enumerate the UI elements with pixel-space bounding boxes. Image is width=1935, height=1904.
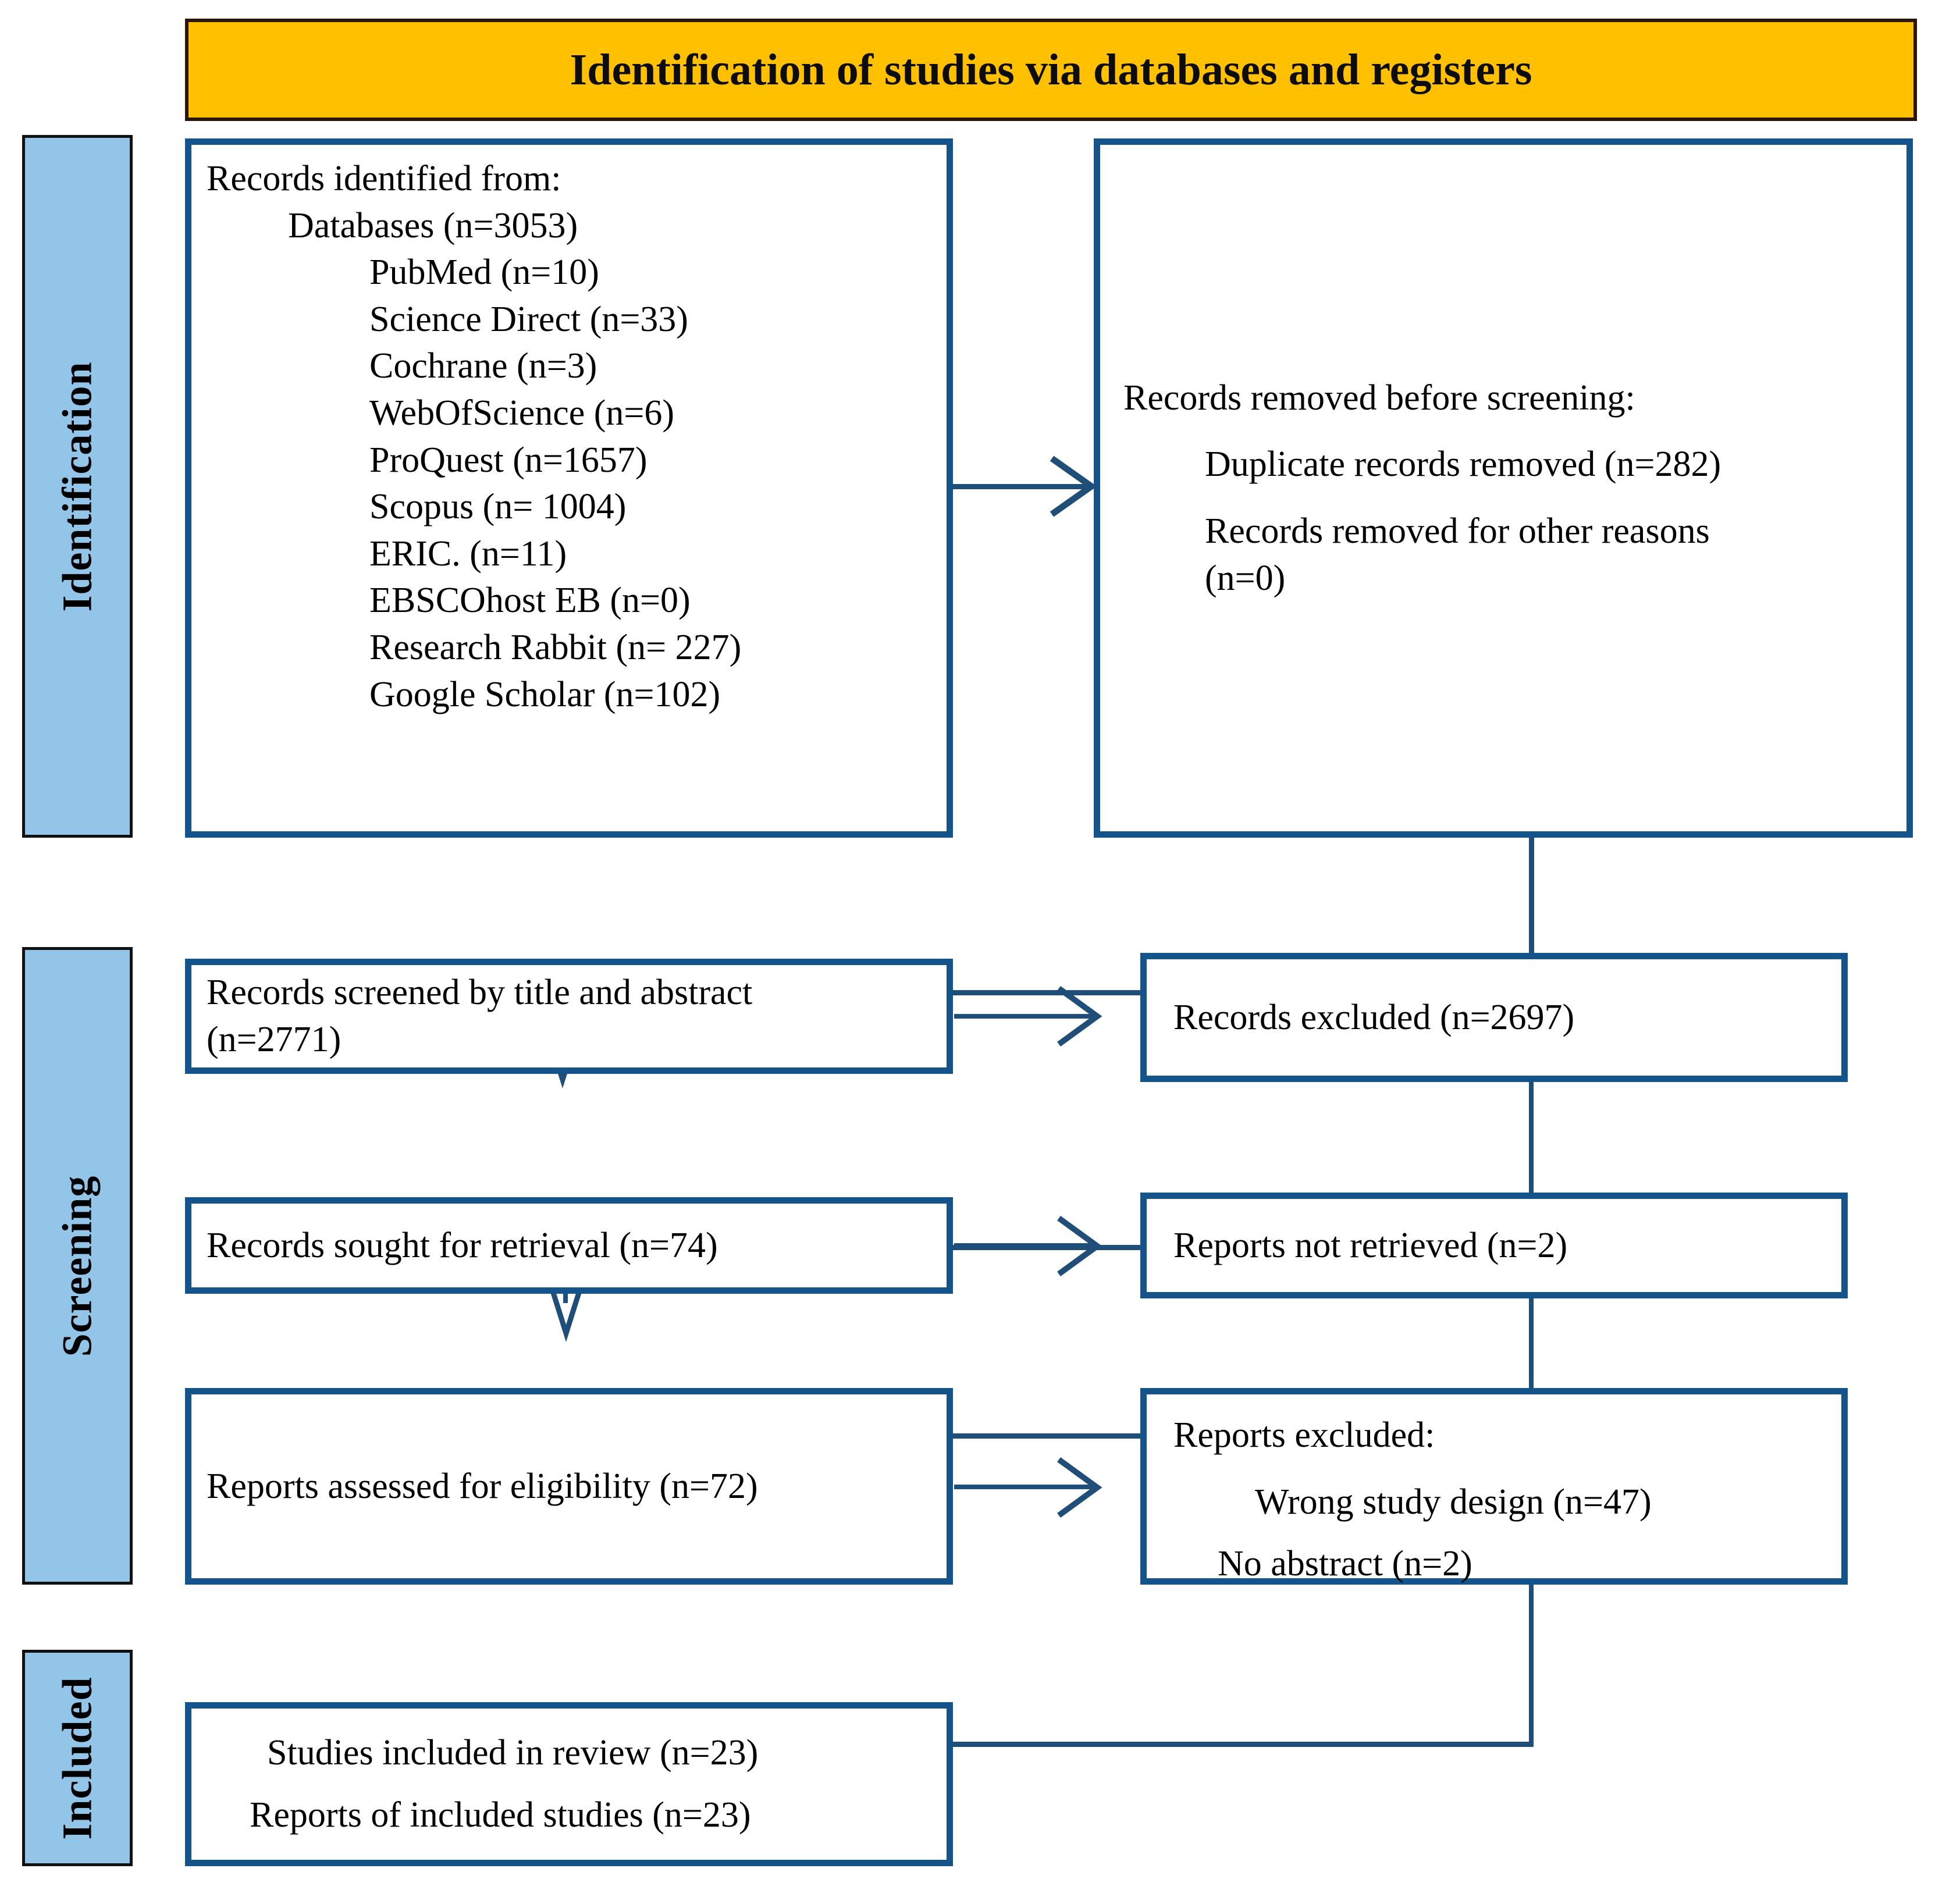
stage-label-included-text: Included — [54, 1676, 101, 1840]
stage-label-identification-text: Identification — [54, 361, 101, 612]
diagram-title-text: Identification of studies via databases … — [570, 45, 1532, 94]
records-removed-duplicates: Duplicate records removed (n=282) — [1205, 444, 1721, 485]
source-ebscohost: EBSCOhost EB (n=0) — [369, 581, 691, 621]
connector-excluded-down-segment — [1529, 1082, 1534, 1250]
studies-included-line2: Reports of included studies (n=23) — [250, 1795, 751, 1835]
stage-label-included: Included — [22, 1650, 133, 1866]
connector-identified-to-removed-line — [953, 484, 1087, 489]
connector-notretrieved-left-segment — [563, 1433, 1534, 1439]
box-reports-assessed: Reports assessed for eligibility (n=72) — [185, 1388, 953, 1585]
stage-label-screening: Screening — [22, 947, 133, 1585]
connector-reportsexcluded-down-segment — [1529, 1585, 1534, 1746]
reports-not-retrieved-line1: Reports not retrieved (n=2) — [1173, 1225, 1568, 1265]
arrow-head-screened-to-excluded — [1057, 985, 1102, 1047]
records-identified-heading: Records identified from: — [207, 159, 561, 198]
records-screened-line1: Records screened by title and abstract — [207, 973, 753, 1013]
connector-assessed-to-excluded-line — [954, 1485, 1094, 1489]
source-cochrane: Cochrane (n=3) — [369, 346, 597, 386]
records-removed-other: Records removed for other reasons (n=0) — [1205, 511, 1710, 598]
connector-sought-to-notretrieved-line — [954, 1243, 1094, 1248]
connector-screened-to-excluded-line — [954, 1014, 1094, 1019]
records-excluded-line1: Records excluded (n=2697) — [1173, 997, 1575, 1037]
box-records-excluded: Records excluded (n=2697) — [1140, 953, 1848, 1082]
diagram-title-banner: Identification of studies via databases … — [185, 19, 1917, 121]
arrow-head-identified-to-removed — [1050, 455, 1097, 517]
reports-assessed-line1: Reports assessed for eligibility (n=72) — [207, 1466, 758, 1506]
source-eric: ERIC. (n=11) — [369, 533, 567, 574]
records-screened-line2: (n=2771) — [207, 1020, 342, 1059]
box-reports-excluded: Reports excluded: Wrong study design (n=… — [1140, 1388, 1848, 1585]
connector-notretrieved-down-segment — [1529, 1298, 1534, 1438]
records-sought-line1: Records sought for retrieval (n=74) — [207, 1225, 718, 1265]
box-records-identified: Records identified from: Databases (n=30… — [185, 138, 953, 838]
source-scopus: Scopus (n= 1004) — [369, 487, 627, 527]
reports-excluded-wrong-design: Wrong study design (n=47) — [1255, 1482, 1652, 1522]
box-records-removed: Records removed before screening: Duplic… — [1094, 138, 1913, 838]
box-reports-not-retrieved: Reports not retrieved (n=2) — [1140, 1193, 1848, 1298]
source-proquest: ProQuest (n=1657) — [369, 440, 648, 480]
box-records-screened: Records screened by title and abstract (… — [185, 959, 953, 1074]
studies-included-line1: Studies included in review (n=23) — [267, 1733, 759, 1773]
arrow-head-assessed-to-reports-excluded — [1057, 1457, 1102, 1518]
stage-label-screening-text: Screening — [54, 1175, 101, 1357]
arrow-head-sought-to-notretrieved — [1057, 1215, 1102, 1277]
reports-excluded-no-abstract: No abstract (n=2) — [1218, 1544, 1472, 1584]
stage-label-identification: Identification — [22, 135, 133, 838]
connector-reportsexcluded-left-segment — [563, 1742, 1534, 1747]
connector-removed-down-segment — [1529, 838, 1534, 995]
reports-excluded-heading: Reports excluded: — [1173, 1415, 1435, 1455]
source-webofscience: WebOfScience (n=6) — [369, 393, 675, 433]
source-pubmed: PubMed (n=10) — [369, 252, 599, 293]
records-removed-heading: Records removed before screening: — [1123, 378, 1635, 418]
connector-removed-left-segment — [560, 990, 1532, 995]
box-records-sought: Records sought for retrieval (n=74) — [185, 1197, 953, 1294]
source-science-direct: Science Direct (n=33) — [369, 299, 688, 339]
box-studies-included: Studies included in review (n=23) Report… — [185, 1702, 953, 1866]
records-identified-databases: Databases (n=3053) — [288, 205, 578, 245]
source-research-rabbit: Research Rabbit (n= 227) — [369, 627, 742, 667]
arrow-head-to-records-sought — [546, 1279, 586, 1342]
source-google-scholar: Google Scholar (n=102) — [369, 674, 721, 714]
